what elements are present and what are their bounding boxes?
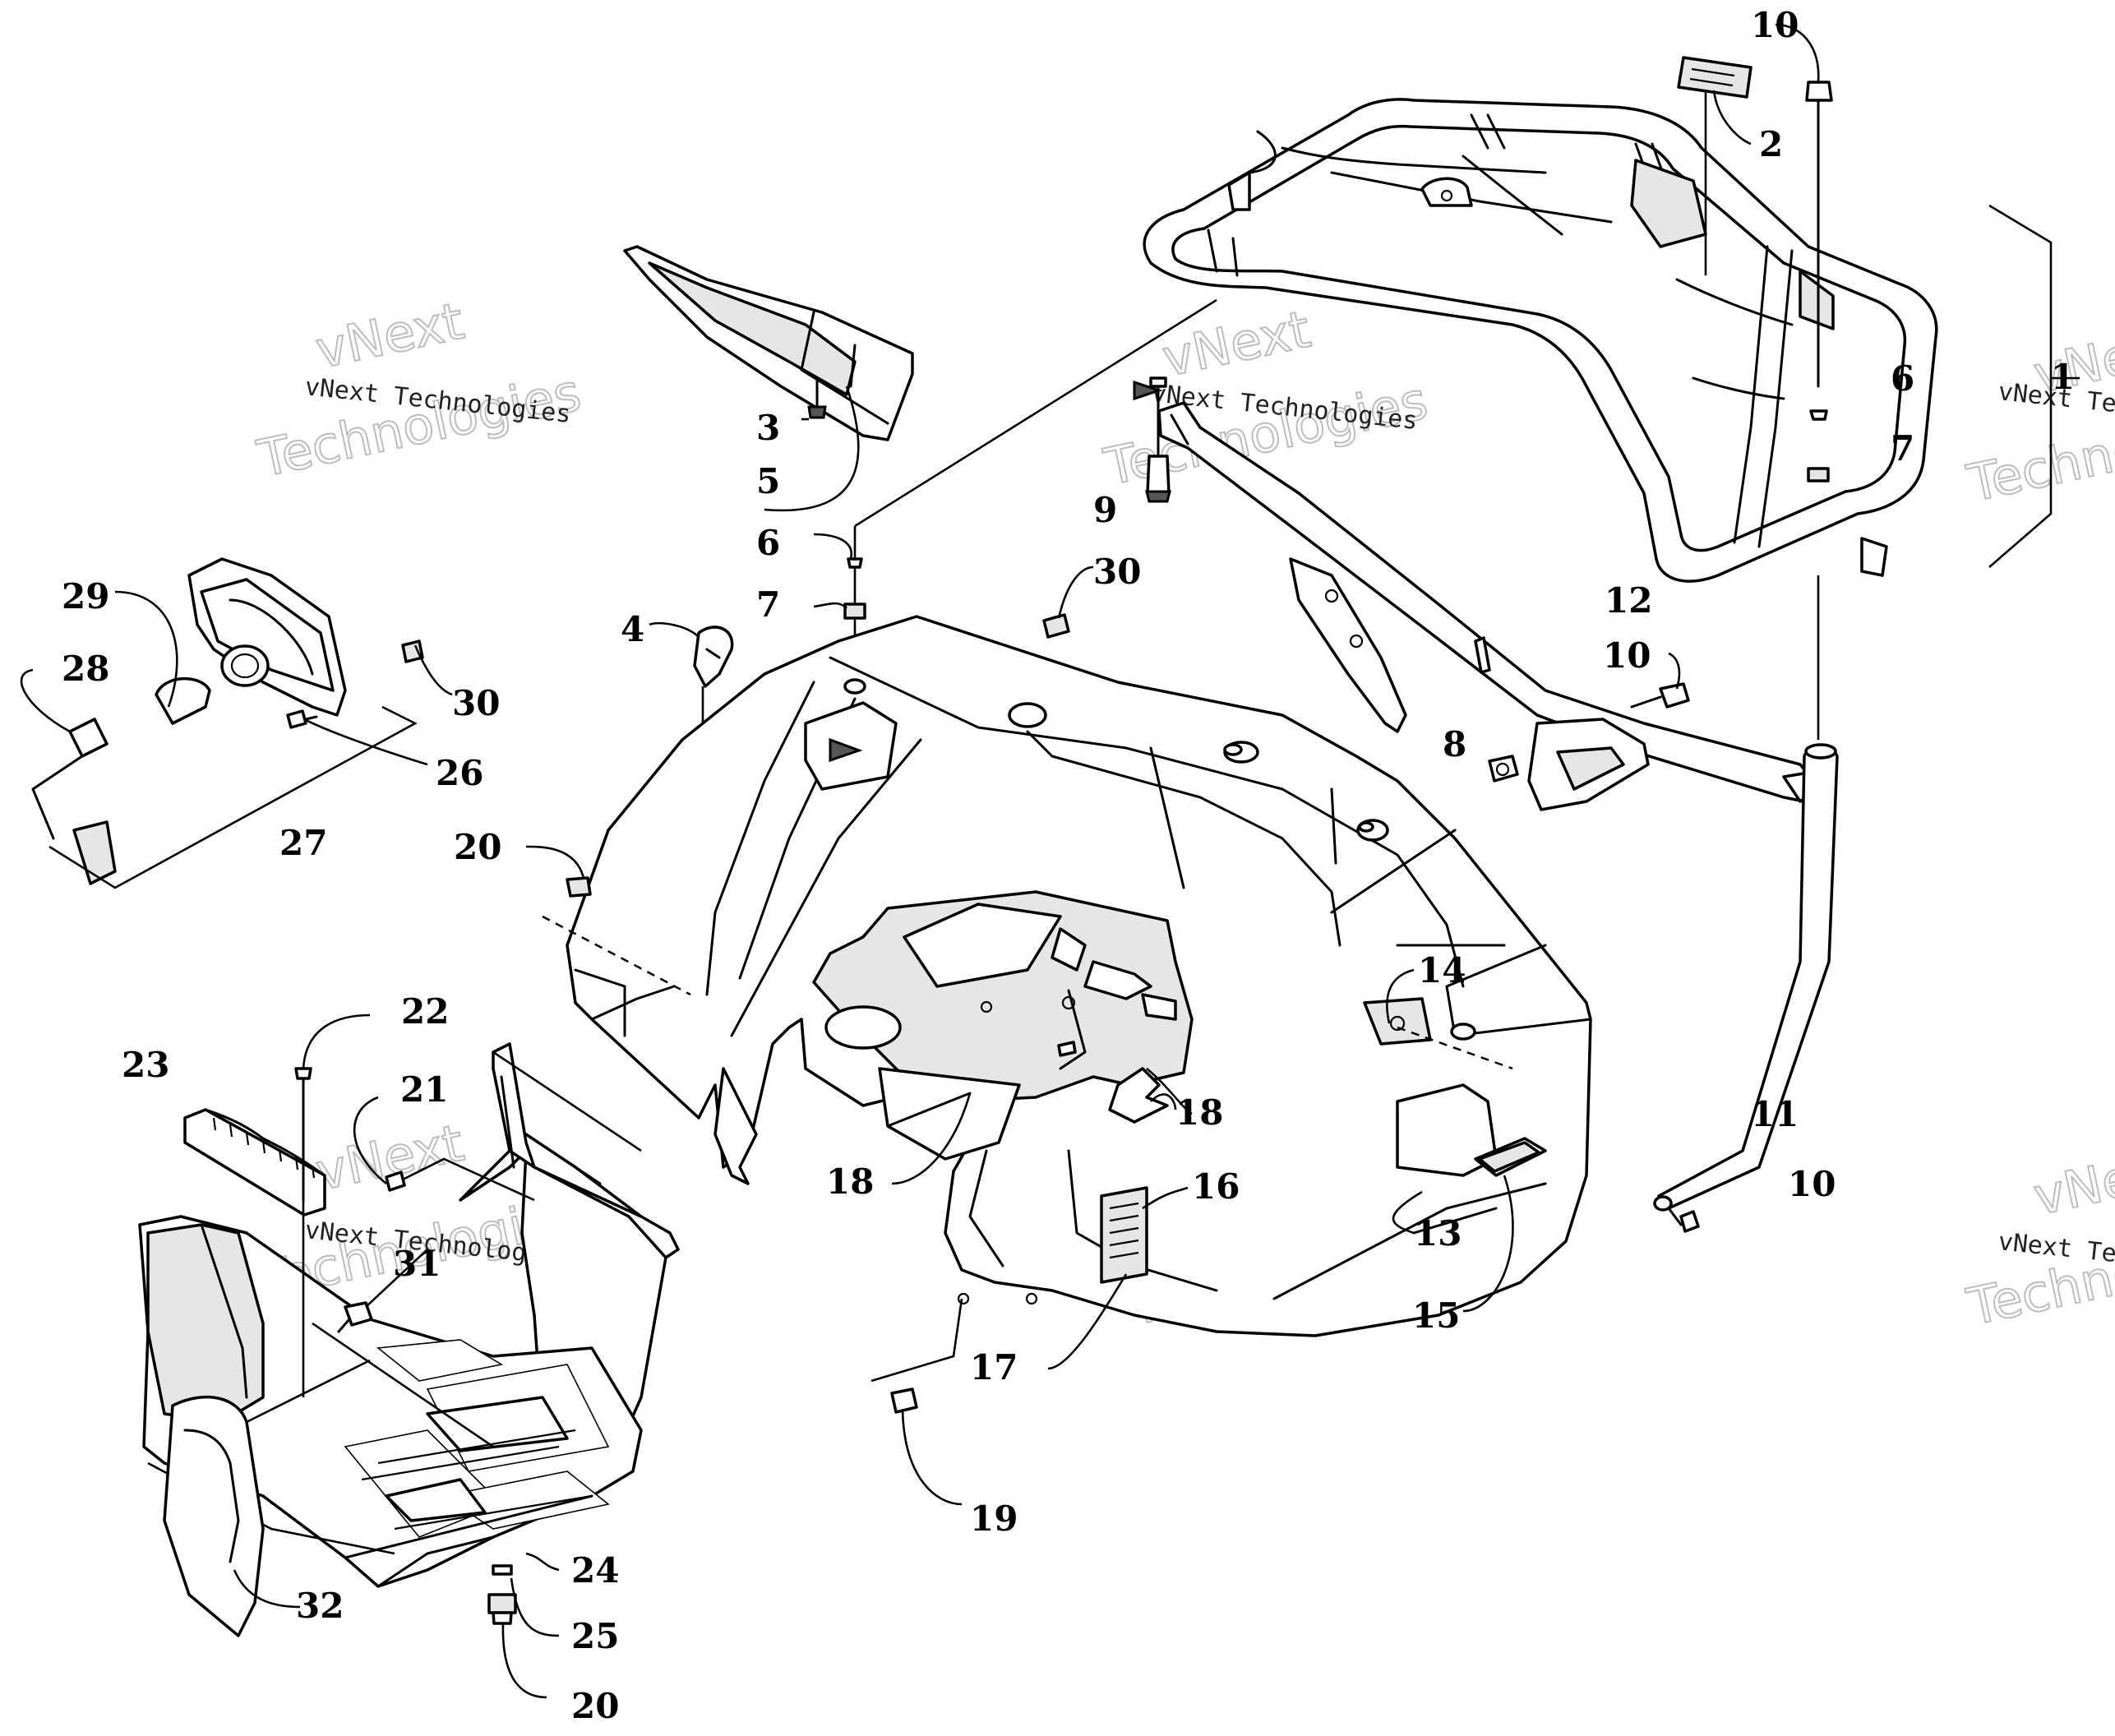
rack-bolt-top (1775, 23, 1833, 482)
callout-labels: 1 2 3 4 5 6 7 6 7 8 9 10 10 10 11 12 13 … (62, 5, 2075, 1726)
fender-screw-bottom (870, 1298, 963, 1506)
fender-mount-hardware (813, 298, 1217, 658)
callout-17: 17 (970, 1347, 1018, 1387)
callout-18-left: 18 (826, 1161, 874, 1202)
watermark-word-vnext: vNext (2029, 1138, 2115, 1227)
callout-20-bottom: 20 (571, 1686, 619, 1726)
watermark-word-technologies: Technologies (1962, 1210, 2115, 1337)
callout-10-top: 10 (1751, 5, 1799, 45)
callout-25: 25 (571, 1616, 619, 1656)
rear-fender (542, 615, 1592, 1337)
callout-5: 5 (756, 461, 780, 501)
callout-12: 12 (1605, 580, 1652, 621)
watermark-bottom-right: vNext Technologies vNext Technologies (1961, 1137, 2115, 1338)
callout-15: 15 (1412, 1295, 1460, 1336)
callout-30-taillight: 30 (452, 683, 500, 723)
callout-18-right: 18 (1175, 1092, 1223, 1133)
callout-7-center: 7 (756, 584, 780, 625)
callout-21: 21 (400, 1069, 448, 1110)
callout-11: 11 (1751, 1094, 1799, 1134)
watermark-word-vnext: vNext (1157, 299, 1315, 389)
callout-2: 2 (1759, 124, 1783, 164)
callout-8: 8 (1443, 724, 1466, 764)
callout-9: 9 (1093, 490, 1117, 530)
callout-6-center: 6 (756, 523, 780, 563)
callout-14: 14 (1418, 950, 1466, 990)
flap-screw (801, 376, 827, 421)
watermark-word-technologies: Technologies (252, 362, 586, 488)
callout-28: 28 (62, 649, 109, 689)
taillight-assembly (20, 557, 453, 889)
fender-flap (623, 245, 914, 512)
callout-29: 29 (62, 576, 109, 616)
callout-13: 13 (1414, 1213, 1462, 1254)
support-bar-bolt (1133, 376, 1171, 503)
rack-upright-tube (1653, 575, 1839, 1233)
fender-clip-nut (1042, 566, 1094, 639)
callout-26: 26 (436, 753, 483, 793)
support-bar-bolt-right (1488, 652, 1690, 783)
callout-30-fender: 30 (1093, 552, 1141, 592)
callout-4: 4 (621, 609, 644, 649)
callout-20-top: 20 (454, 827, 501, 867)
callout-3: 3 (756, 408, 780, 448)
callout-23: 23 (122, 1045, 169, 1085)
callout-19: 19 (970, 1498, 1018, 1539)
callout-32: 32 (296, 1586, 344, 1626)
watermark-word-vnext: vNext (311, 291, 469, 381)
callout-10-mid: 10 (1603, 635, 1651, 676)
fender-leaders (891, 968, 1423, 1370)
rear-reflector (1462, 1137, 1547, 1313)
callout-16: 16 (1192, 1166, 1240, 1207)
rear-rack-assembly (1143, 98, 2080, 583)
left-footwell (138, 845, 680, 1699)
watermark-top-right: vNext Technologies vNext Technologies (1961, 315, 2115, 515)
callout-27: 27 (279, 823, 327, 863)
callout-7-rack: 7 (1891, 428, 1914, 469)
callout-1: 1 (2051, 357, 2075, 397)
callout-24: 24 (571, 1550, 619, 1591)
callout-6-rack: 6 (1891, 358, 1914, 399)
watermark-top-left: vNext Technologies vNext Technologies (252, 290, 587, 490)
callout-22: 22 (401, 991, 449, 1032)
rack-decal (1677, 56, 1752, 275)
callout-31: 31 (393, 1244, 441, 1284)
callout-10-bottom: 10 (1788, 1164, 1836, 1204)
